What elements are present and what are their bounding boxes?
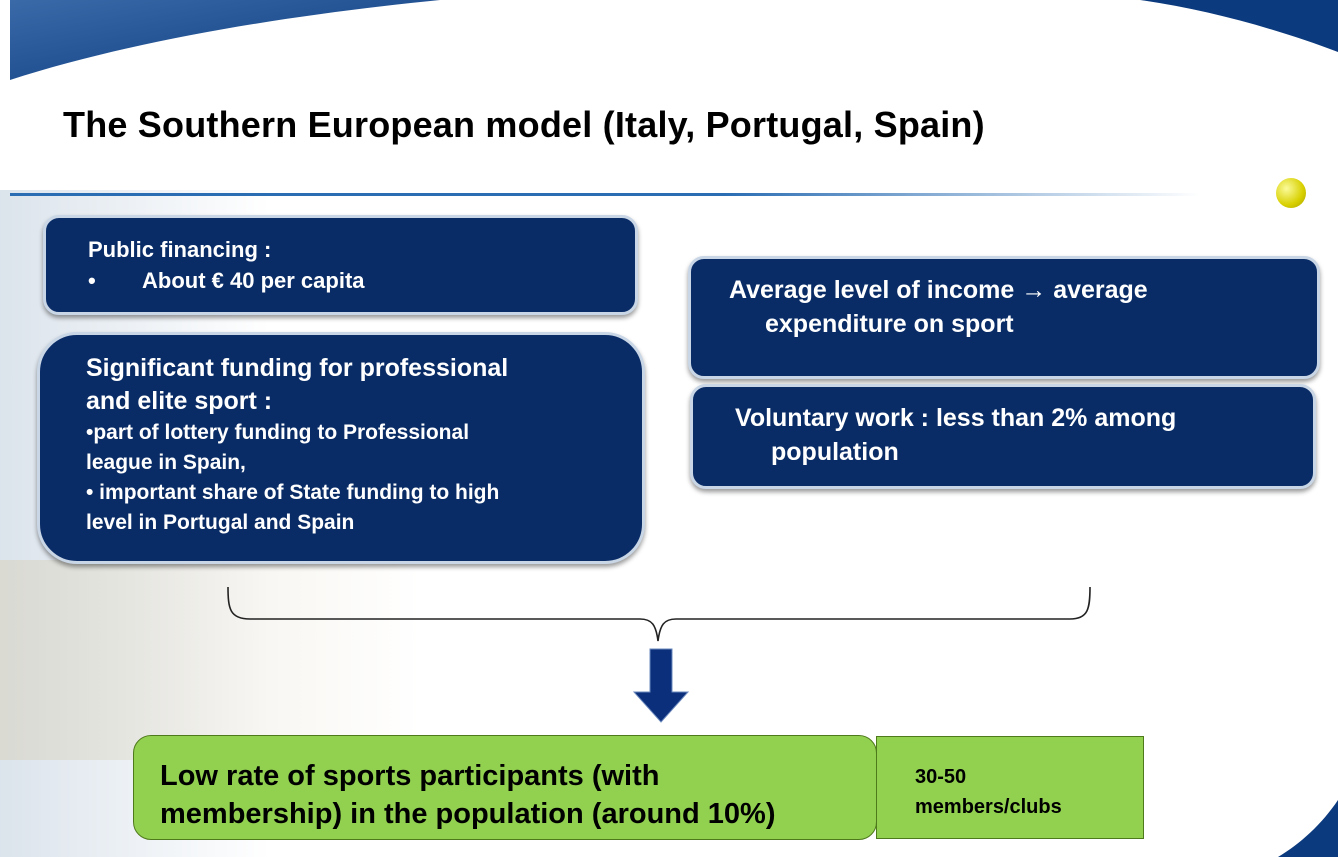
elite-funding-heading-line2: and elite sport : <box>86 387 273 415</box>
elite-funding-line2: league in Spain, <box>86 451 246 474</box>
bullet-marker: • <box>88 268 96 293</box>
public-financing-bullet-text: About € 40 per capita <box>142 268 365 293</box>
public-financing-heading: Public financing : <box>88 237 272 262</box>
elite-funding-line1: •part of lottery funding to Professional <box>86 421 470 444</box>
participation-line2: membership) in the population (around 10… <box>160 798 776 830</box>
voluntary-work-box: Voluntary work : less than 2% among popu… <box>690 384 1316 489</box>
participation-rate-box: Low rate of sports participants (with me… <box>133 735 877 840</box>
public-financing-box: Public financing : • About € 40 per capi… <box>43 215 638 315</box>
public-financing-bullet: • About € 40 per capita <box>88 265 615 296</box>
members-label: members/clubs <box>915 796 1062 818</box>
corner-swoosh <box>1278 800 1338 857</box>
background-photo-lower <box>0 560 420 760</box>
elite-funding-box: Significant funding for professional and… <box>37 332 645 564</box>
tennis-ball-icon <box>1276 178 1306 208</box>
down-arrow-icon <box>632 648 690 723</box>
members-range: 30-50 <box>915 766 967 788</box>
elite-funding-line4: level in Portugal and Spain <box>86 511 355 534</box>
elite-funding-heading-line1: Significant funding for professional <box>86 354 509 382</box>
header-swoosh <box>10 0 1338 80</box>
voluntary-line1: Voluntary work : less than 2% among <box>735 404 1177 432</box>
income-line2: expenditure on sport <box>765 310 1014 338</box>
members-per-club-box: 30-50 members/clubs <box>876 736 1144 839</box>
participation-line1: Low rate of sports participants (with <box>160 760 660 792</box>
income-line1: Average level of income → average <box>729 276 1148 304</box>
grouping-brace <box>227 586 1091 642</box>
title-underline <box>10 193 1200 196</box>
income-box: Average level of income → average expend… <box>688 256 1320 379</box>
slide-title: The Southern European model (Italy, Port… <box>63 104 985 145</box>
voluntary-line2: population <box>771 438 899 466</box>
elite-funding-line3: • important share of State funding to hi… <box>86 481 500 504</box>
